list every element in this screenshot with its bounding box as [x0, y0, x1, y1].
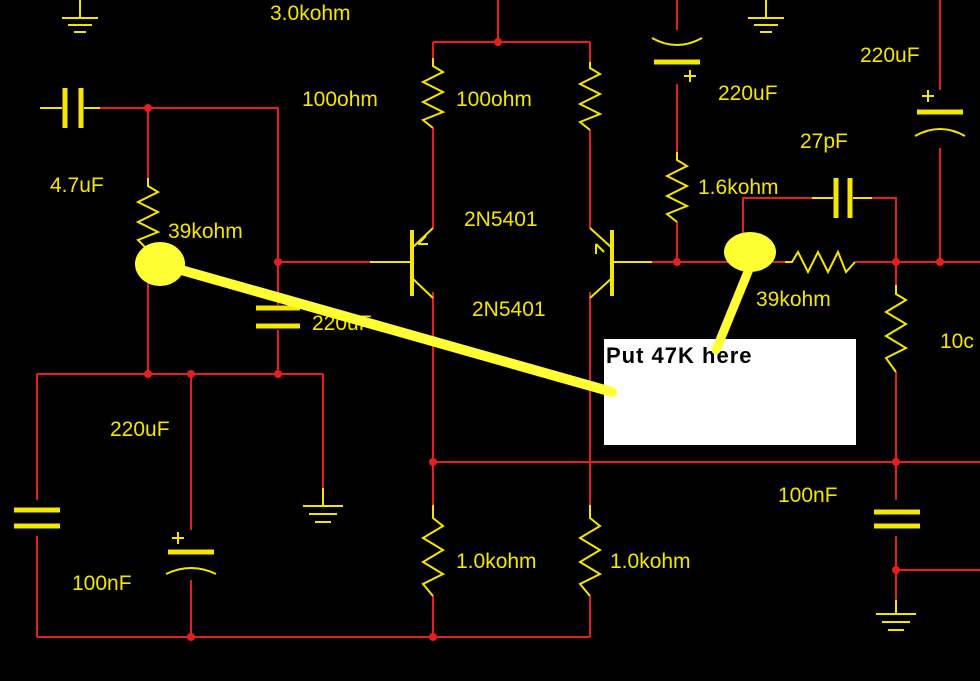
- label-r-1k6: 1.6kohm: [698, 176, 779, 199]
- resistor-icon: [421, 505, 446, 597]
- capacitor-icon: [40, 88, 100, 128]
- resistor-icon: [785, 249, 856, 275]
- capacitor-icon: [14, 507, 60, 529]
- label-r-load-left: 100ohm: [302, 88, 378, 111]
- electrolytic-capacitor-icon: [165, 532, 217, 575]
- label-c-mid-220: 220uF: [312, 312, 372, 335]
- capacitors: [14, 37, 966, 575]
- resistor-icon: [420, 58, 446, 129]
- label-r-fb-39k: 39kohm: [756, 288, 831, 311]
- label-r-bottom-left: 1.0kohm: [456, 550, 537, 573]
- label-c-top-220: 220uF: [718, 82, 778, 105]
- resistor-icon: [577, 62, 603, 131]
- transistors: [370, 227, 652, 299]
- ground-symbols: [62, 0, 916, 631]
- label-c-right-100n: 100nF: [778, 484, 838, 507]
- label-c-input: 4.7uF: [50, 174, 104, 197]
- capacitor-icon: [812, 178, 872, 218]
- capacitor-icon: [874, 509, 920, 529]
- component-labels: 3.0kohm 100ohm 100ohm 220uF 220uF 27pF 1…: [50, 2, 974, 595]
- label-c-left-100n: 100nF: [72, 572, 132, 595]
- label-q1: 2N5401: [464, 208, 538, 231]
- ground-icon: [876, 600, 916, 631]
- label-c-comp: 27pF: [800, 130, 848, 153]
- capacitor-icon: [256, 305, 300, 329]
- label-r-in-39k: 39kohm: [168, 220, 243, 243]
- label-r-bottom-right: 1.0kohm: [610, 550, 691, 573]
- electrolytic-capacitor-icon: [651, 37, 703, 82]
- annotation-note-text: Put 47K here: [606, 343, 753, 368]
- label-r-top: 3.0kohm: [270, 2, 351, 25]
- resistor-icon: [135, 178, 161, 251]
- resistor-icon: [884, 285, 909, 373]
- ground-icon: [748, 0, 784, 33]
- label-c-far-right-220: 220uF: [860, 44, 920, 67]
- resistor-icon: [664, 152, 690, 223]
- label-c-left-220: 220uF: [110, 418, 170, 441]
- electrolytic-capacitor-icon: [914, 90, 966, 137]
- label-q2: 2N5401: [472, 298, 546, 321]
- transistor-q1-icon: [370, 227, 434, 299]
- annotation-note: Put 47K here: [604, 339, 856, 445]
- resistor-icon: [578, 505, 603, 597]
- resistors: [135, 58, 909, 597]
- transistor-q2-icon: [589, 227, 652, 299]
- label-r-edge-partial: 10c: [940, 330, 974, 353]
- ground-icon: [303, 488, 343, 523]
- label-r-load-right: 100ohm: [456, 88, 532, 111]
- ground-icon: [62, 0, 98, 33]
